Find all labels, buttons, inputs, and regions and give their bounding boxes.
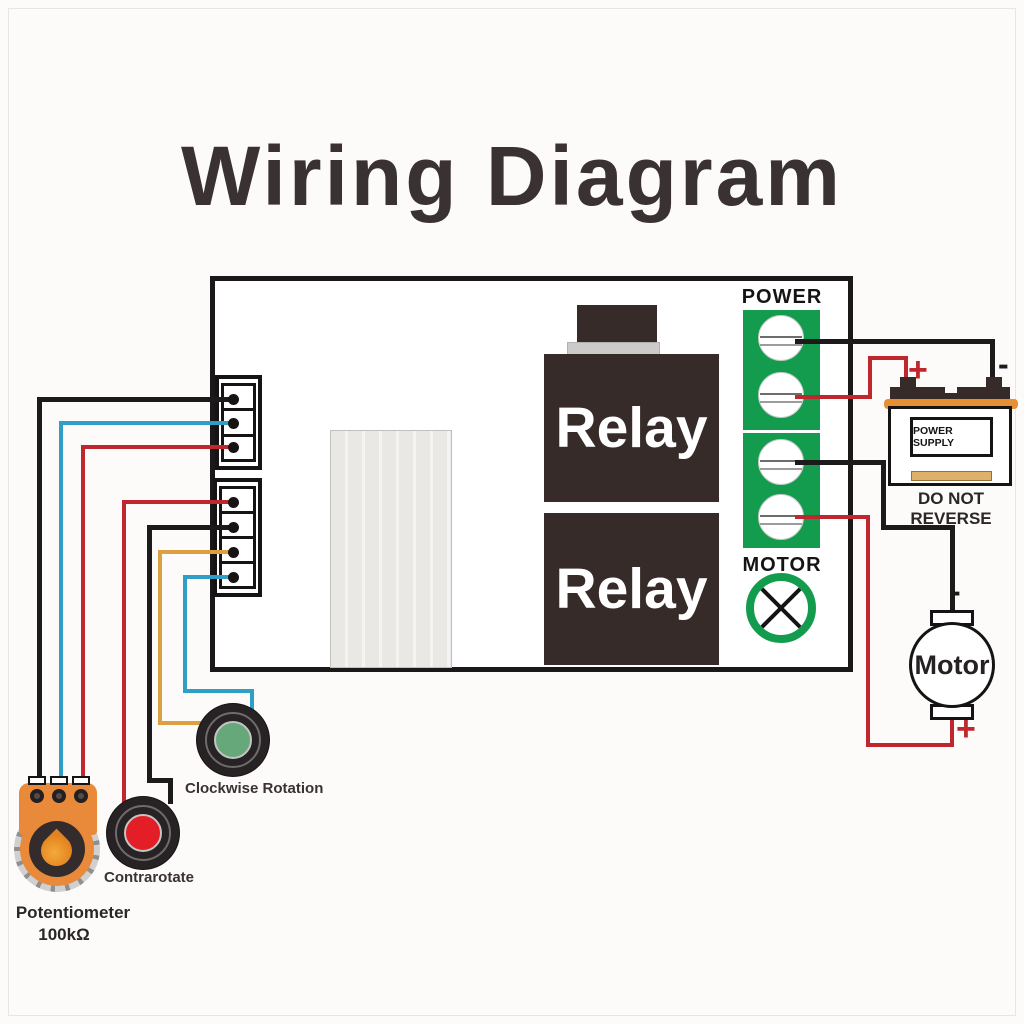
connector-4pin-inner [219, 486, 256, 589]
wire-black-pot [37, 397, 42, 780]
wire-red-contrarotate [122, 500, 126, 807]
motor-body: Motor [909, 622, 995, 708]
wire-red-motor [866, 515, 870, 747]
potentiometer-terminal [72, 776, 90, 785]
wire-orange-clockwise [158, 550, 235, 554]
wire-black-motor [881, 460, 886, 530]
wire-black-motor [881, 525, 955, 530]
wire-blue-clockwise [250, 689, 254, 711]
wire-red-power-supply [868, 356, 872, 399]
battery-positive-post [900, 377, 916, 391]
page-title: Wiring Diagram [181, 129, 843, 223]
screw-terminal-power-plus [758, 315, 804, 361]
motor-label: Motor [914, 649, 990, 680]
wire-red-contrarotate [122, 500, 235, 504]
wire-orange-clockwise [158, 721, 206, 725]
clockwise-button-core [214, 721, 252, 759]
connector-cell [222, 514, 253, 539]
contrarotate-button-label: Contrarotate [104, 869, 195, 886]
wire-blue-pot [59, 421, 63, 780]
wire-red-power-supply [904, 356, 908, 381]
potentiometer-value: 100kΩ [38, 925, 90, 944]
power-supply-label: POWER SUPPLY [913, 425, 955, 449]
relay-1: Relay [544, 354, 719, 502]
wire-red-pot [81, 445, 85, 780]
relay-1-label: Relay [555, 396, 708, 460]
potentiometer-terminal [50, 776, 68, 785]
wire-black-contrarotate [147, 525, 235, 530]
wire-black-pot [37, 397, 235, 402]
screw-slot [760, 514, 802, 525]
wire-red-power-supply [795, 395, 872, 399]
connector-pin [228, 547, 239, 558]
screw-slot [760, 335, 802, 346]
wire-blue-pot [59, 421, 235, 425]
battery-negative-post [986, 377, 1002, 391]
connector-cell [222, 539, 253, 564]
wire-black-motor [950, 525, 955, 615]
connector-cell [224, 386, 253, 412]
connector-pin [228, 418, 239, 429]
connector-pin [228, 522, 239, 533]
power-supply-warning: DO NOT REVERSE [910, 489, 992, 528]
button-ring [115, 805, 171, 861]
battery-orange-band [884, 399, 1018, 409]
wire-red-pot [81, 445, 235, 449]
wire-black-contrarotate [168, 778, 173, 804]
screw-slot [760, 459, 802, 470]
battery-plus-sign: + [908, 351, 928, 389]
connector-pin [228, 497, 239, 508]
motor-minus-sign: - [950, 573, 961, 609]
wire-black-power-supply [990, 339, 995, 381]
wire-red-motor [795, 515, 870, 519]
battery-tan-strip [911, 471, 992, 481]
capacitor [577, 305, 657, 343]
power-terminal-label: POWER [741, 286, 823, 308]
wire-black-motor [795, 460, 886, 465]
potentiometer-pin [30, 789, 44, 803]
potentiometer-pin [52, 789, 66, 803]
connector-pin [228, 394, 239, 405]
relay-2: Relay [544, 513, 719, 665]
potentiometer-pin [74, 789, 88, 803]
relay-2-label: Relay [555, 557, 708, 621]
motor-plus-sign: + [956, 710, 976, 748]
contrarotate-button-core [124, 814, 162, 852]
power-supply-label-box: POWER SUPPLY [910, 417, 993, 457]
potentiometer-label: Potentiometer [15, 903, 131, 922]
potentiometer-terminal [28, 776, 46, 785]
wire-red-power-supply [868, 356, 908, 360]
connector-cell [222, 489, 253, 514]
clockwise-button-label: Clockwise Rotation [185, 780, 324, 797]
connector-cell [224, 411, 253, 437]
contrarotate-button [107, 797, 179, 869]
wire-black-power-supply [795, 339, 995, 344]
wire-black-contrarotate [147, 778, 173, 783]
battery-top-notch [945, 387, 957, 393]
wire-blue-clockwise [183, 575, 187, 693]
wire-red-motor [866, 743, 954, 747]
clockwise-button [197, 704, 269, 776]
motor-symbol-icon [746, 573, 816, 643]
battery-top [890, 387, 1010, 402]
motor-terminal-label: MOTOR [742, 554, 822, 576]
connector-pin [228, 442, 239, 453]
wire-blue-clockwise [183, 689, 254, 693]
screw-slot [760, 392, 802, 403]
wire-black-contrarotate [147, 525, 152, 783]
connector-pin [228, 572, 239, 583]
heatsink [330, 430, 452, 668]
wire-orange-clockwise [158, 550, 162, 725]
wire-blue-clockwise [183, 575, 235, 579]
battery-minus-sign: - [998, 346, 1009, 382]
wire-red-motor [950, 718, 954, 747]
button-ring [205, 712, 261, 768]
